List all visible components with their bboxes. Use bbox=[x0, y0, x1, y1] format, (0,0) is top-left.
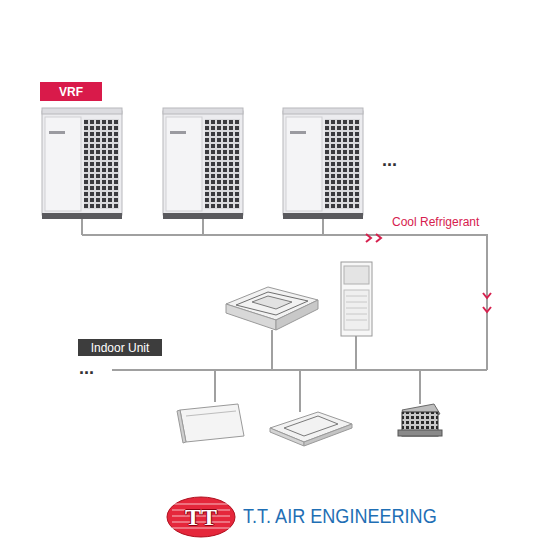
ellipsis: ... bbox=[79, 358, 94, 379]
section-tag: Indoor Unit bbox=[78, 339, 162, 356]
ellipsis: ... bbox=[382, 150, 397, 171]
logo-emblem: TT bbox=[166, 496, 236, 538]
console-unit bbox=[177, 404, 244, 443]
cassette-unit bbox=[226, 287, 318, 330]
refrigerant-pipes bbox=[82, 219, 487, 412]
floor-standing-unit bbox=[341, 262, 372, 336]
category-tag: VRF bbox=[40, 82, 102, 101]
outdoor-units bbox=[42, 108, 363, 219]
duct-unit bbox=[398, 404, 442, 436]
flow-arrows bbox=[366, 234, 491, 312]
tag-text: Indoor Unit bbox=[91, 341, 150, 355]
tag-text: VRF bbox=[59, 85, 83, 99]
logo-letters: TT bbox=[185, 504, 217, 531]
company-name: T.T. AIR ENGINEERING bbox=[243, 504, 437, 528]
ceiling-unit bbox=[270, 412, 352, 446]
flow-label: Cool Refrigerant bbox=[392, 215, 479, 229]
